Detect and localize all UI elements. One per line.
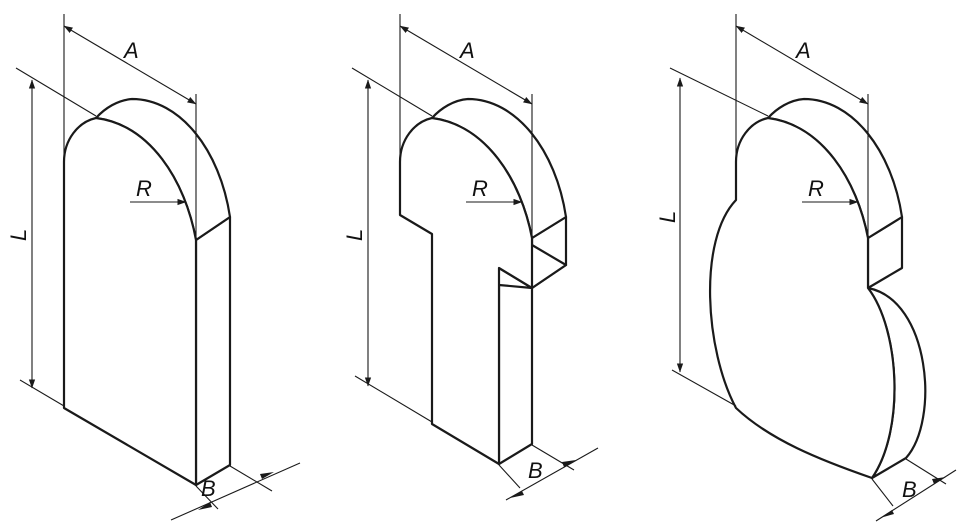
fig2-B-arrow-left (510, 491, 524, 498)
fig3-R-label: R (808, 176, 824, 201)
fig2-stem-side-face (497, 283, 534, 466)
fig2-front-face (398, 116, 534, 466)
fig2-R-label: R (472, 176, 488, 201)
fig1-R-label: R (136, 176, 152, 201)
fig1-L-label: L (6, 229, 31, 241)
fig2-L-extension-bottom (354, 375, 433, 423)
fig1-A-dimension-line (63, 25, 197, 105)
fig1-B-arrow-right (260, 472, 274, 479)
figure-3-bulb-plate: A L R B (655, 14, 957, 522)
fig1-B-arrow-left (198, 502, 212, 510)
fig2-B-dimension-line (505, 447, 599, 501)
fig2-B-extension-left (498, 464, 521, 489)
fig3-A-dimension-line (735, 25, 869, 105)
fig3-B-arrow-left (880, 510, 894, 518)
fig1-front-face (62, 116, 198, 487)
fig3-B-arrow-right (932, 477, 946, 484)
fig2-A-dimension-line (399, 25, 533, 105)
fig1-B-extension-right (229, 465, 273, 492)
fig1-L-extension-bottom (19, 379, 65, 407)
fig1-A-label: A (122, 38, 139, 63)
fig3-L-extension-top (669, 67, 769, 117)
fig2-L-extension-top (351, 67, 433, 117)
fig2-A-label: A (458, 38, 475, 63)
fig1-B-label: B (201, 476, 216, 501)
fig3-front-face (709, 116, 896, 480)
fig3-A-label: A (794, 38, 811, 63)
fig1-L-extension-top (15, 67, 97, 117)
fig2-B-label: B (528, 458, 543, 483)
figure-2-t-plate: A L R B (342, 14, 599, 501)
fig1-B-extension-left (195, 485, 219, 510)
fig2-L-label: L (342, 229, 367, 241)
fig2-B-arrow-right (562, 460, 576, 467)
fig3-B-extension-left (871, 478, 894, 507)
figure-1-d-plate: A L R B (6, 14, 301, 521)
fig3-L-extension-bottom (671, 369, 737, 407)
fig1-B-dimension-line (170, 462, 301, 521)
fig3-L-label: L (655, 211, 680, 223)
fig3-B-label: B (902, 477, 917, 502)
fig1-side-face (194, 215, 232, 487)
